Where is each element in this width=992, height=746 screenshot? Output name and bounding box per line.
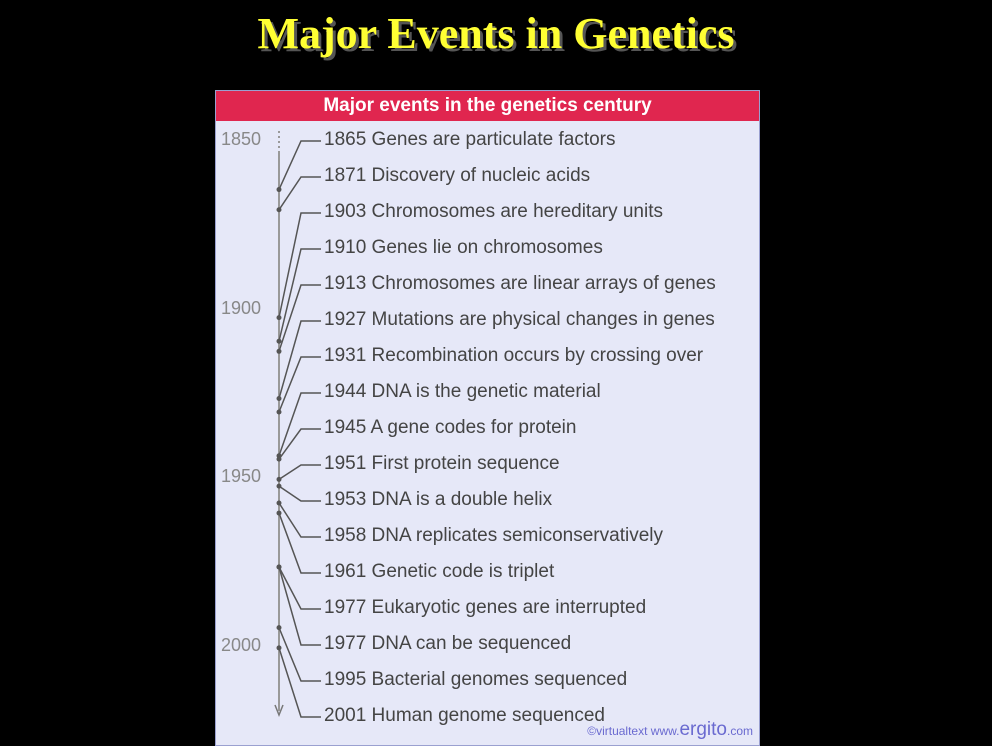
event-label: 1961 Genetic code is triplet	[324, 561, 555, 582]
event-connector	[278, 627, 321, 682]
event-label: 1931 Recombination occurs by crossing ov…	[324, 345, 704, 366]
event-dot	[276, 338, 282, 344]
event-dot	[276, 500, 282, 506]
event-dot	[276, 645, 282, 651]
event-connector	[278, 485, 321, 502]
panel-header: Major events in the genetics century	[216, 91, 759, 121]
event-connector	[278, 140, 321, 190]
event-connector	[278, 284, 321, 352]
event-connector	[278, 176, 321, 211]
event-connector	[278, 566, 321, 646]
event-dot	[276, 207, 282, 213]
event-connector	[278, 647, 321, 718]
event-connector	[278, 464, 321, 480]
credit-suffix: .com	[726, 724, 753, 738]
axis-year-label: 2000	[221, 634, 262, 655]
axis-year-label: 1950	[221, 466, 262, 486]
event-label: 1913 Chromosomes are linear arrays of ge…	[324, 273, 716, 294]
event-dot	[276, 483, 282, 489]
event-connector	[278, 512, 321, 574]
event-label: 1951 First protein sequence	[324, 453, 560, 474]
slide-title: Major Events in Genetics	[257, 9, 735, 58]
event-dot	[276, 395, 282, 401]
timeline-axis	[274, 131, 321, 718]
event-connector	[278, 212, 321, 318]
event-label: 1903 Chromosomes are hereditary units	[324, 201, 664, 222]
event-connector	[278, 320, 321, 399]
credit: ©virtualtext www.ergito.com	[587, 719, 753, 741]
event-dot	[276, 456, 282, 462]
event-dot	[276, 409, 282, 415]
event-label: 1865 Genes are particulate factors	[324, 129, 616, 150]
event-label: 1871 Discovery of nucleic acids	[324, 165, 591, 186]
event-connector	[278, 356, 321, 413]
timeline-panel: Major events in the genetics century 185…	[215, 90, 760, 746]
event-connector	[278, 502, 321, 538]
event-dot	[276, 315, 282, 321]
event-label: 1977 DNA can be sequenced	[324, 633, 572, 654]
event-label: 1945 A gene codes for protein	[324, 417, 577, 438]
credit-prefix: ©virtualtext www.	[587, 724, 680, 738]
event-label: 1910 Genes lie on chromosomes	[324, 237, 603, 258]
event-connector	[278, 566, 321, 610]
event-label: 1958 DNA replicates semiconservatively	[324, 525, 663, 546]
event-connector	[278, 248, 321, 342]
axis-year-label: 1850	[221, 129, 262, 149]
event-dot	[276, 625, 282, 631]
event-connector	[278, 392, 321, 457]
event-dot	[276, 510, 282, 516]
event-label: 1944 DNA is the genetic material	[324, 381, 601, 402]
event-label: 1953 DNA is a double helix	[324, 489, 553, 510]
event-label: 1977 Eukaryotic genes are interrupted	[324, 597, 647, 618]
event-dot	[276, 476, 282, 482]
event-dot	[276, 564, 282, 570]
event-label: 1995 Bacterial genomes sequenced	[324, 669, 628, 690]
credit-brand: ergito	[679, 719, 727, 740]
event-connector	[278, 428, 321, 460]
event-label: 1927 Mutations are physical changes in g…	[324, 309, 715, 330]
event-label: 2001 Human genome sequenced	[324, 705, 605, 726]
event-dot	[276, 187, 282, 193]
axis-arrow	[274, 704, 284, 718]
event-dot	[276, 348, 282, 354]
axis-year-label: 1900	[221, 297, 262, 318]
